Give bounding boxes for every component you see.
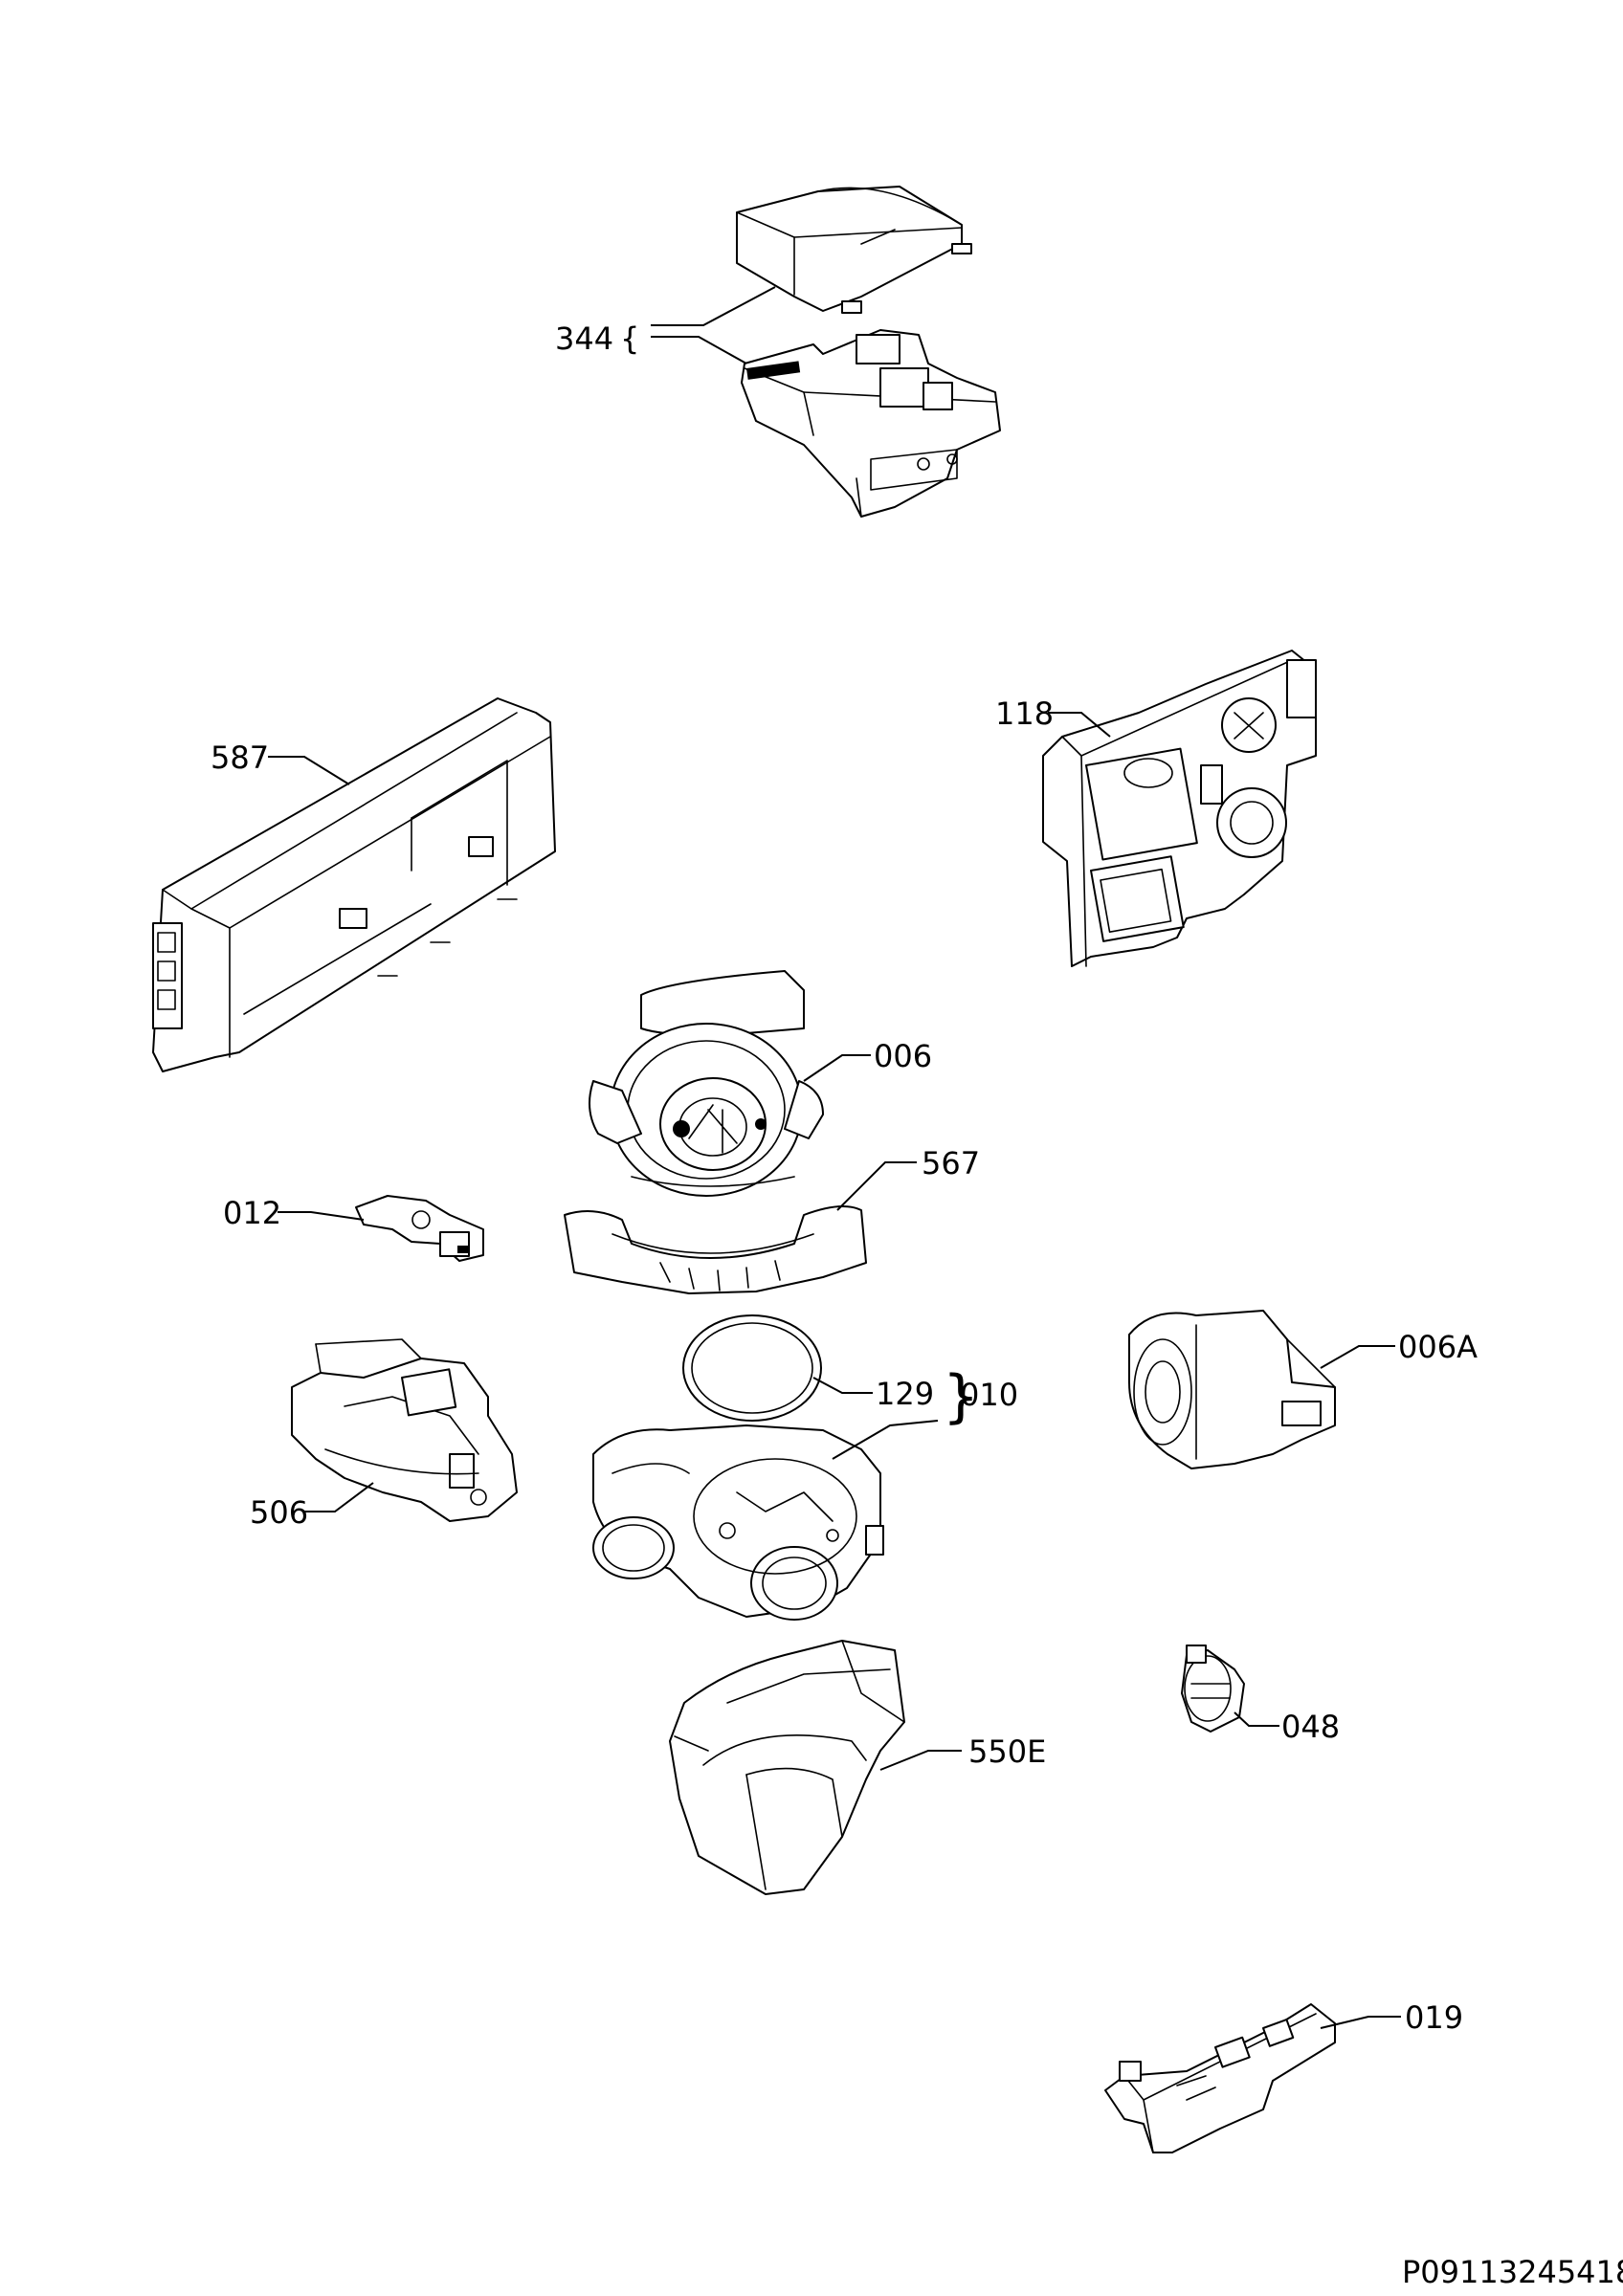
part-587-leader [268, 756, 350, 785]
part-012-label: 012 [223, 1195, 281, 1231]
part-118-leader [1048, 712, 1111, 738]
part-344-cover-drawing [736, 186, 972, 314]
part-506-softener-drawing [291, 1338, 518, 1522]
part-012-leader [278, 1211, 365, 1221]
part-048-sensor-drawing [1181, 1645, 1245, 1733]
part-019-label: 019 [1405, 1999, 1463, 2036]
part-344-bracket: { [620, 320, 639, 357]
part-550E-label: 550E [968, 1733, 1046, 1770]
part-012-sensor-drawing [355, 1195, 484, 1262]
part-567-support-drawing [564, 1176, 867, 1294]
part-506-label: 506 [250, 1494, 308, 1531]
part-006-label: 006 [874, 1038, 932, 1074]
part-006-pump-drawing [589, 970, 824, 1197]
part-129-oring-drawing [682, 1314, 822, 1422]
part-048-label: 048 [1281, 1709, 1340, 1745]
part-010-brace: } [943, 1363, 979, 1430]
part-019-doorlock-drawing [1104, 2003, 1336, 2153]
part-019-leader [1320, 2016, 1401, 2029]
part-567-label: 567 [922, 1145, 980, 1181]
part-550E-leader [879, 1750, 962, 1771]
part-344-control-board-drawing [741, 329, 1001, 518]
part-587-module-drawing [152, 697, 556, 1072]
part-006A-leader [1320, 1345, 1395, 1369]
part-010-label: 010 [960, 1377, 1018, 1413]
part-129-leader [812, 1377, 873, 1394]
part-010-leader [832, 1420, 939, 1460]
part-567-leader [836, 1161, 917, 1211]
part-344-leader [651, 286, 776, 364]
part-048-leader [1234, 1711, 1279, 1727]
part-118-label: 118 [995, 695, 1054, 732]
part-587-label: 587 [211, 740, 269, 776]
part-006-leader [803, 1054, 871, 1082]
part-129-label: 129 [876, 1376, 934, 1412]
part-006A-label: 006A [1398, 1329, 1478, 1365]
part-006A-drain-pump-drawing [1128, 1310, 1336, 1469]
part-010-housing-drawing [592, 1424, 884, 1621]
part-506-leader [304, 1482, 374, 1512]
part-550E-cover-drawing [669, 1640, 905, 1895]
part-118-dispenser-drawing [1042, 650, 1317, 967]
part-344-label: 344 [555, 320, 613, 357]
document-id: P09113245418 [1402, 2254, 1623, 2290]
